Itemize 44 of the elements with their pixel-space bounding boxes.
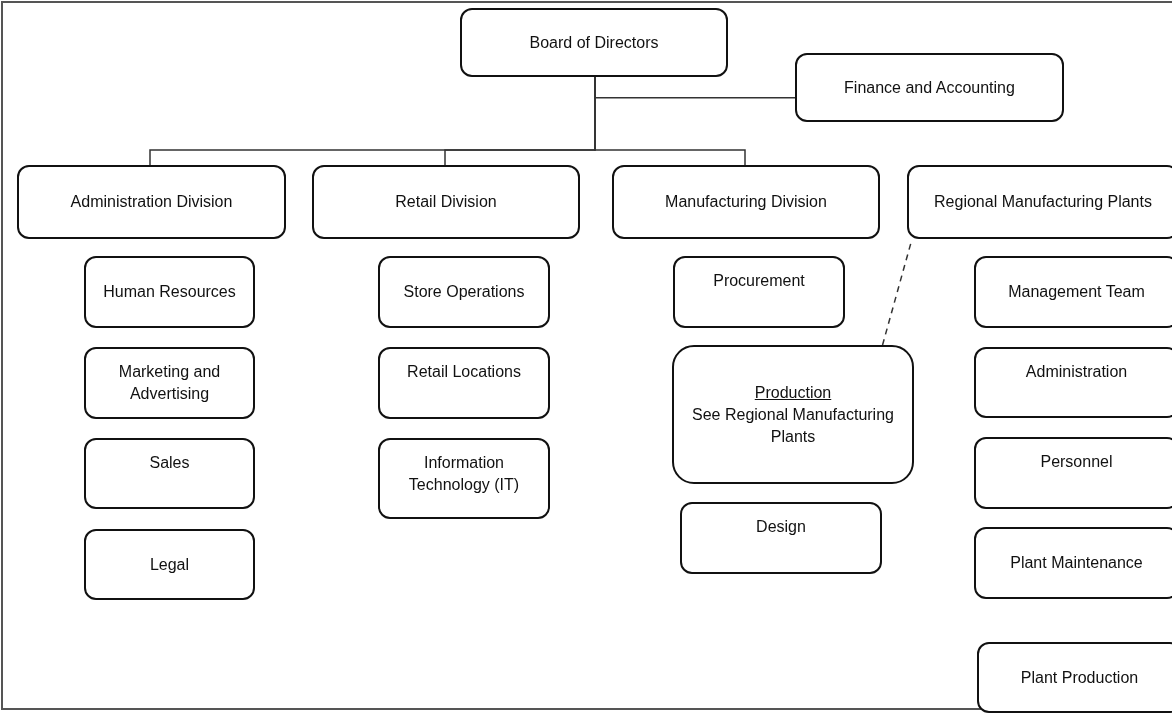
- box-label: Information Technology (IT): [407, 453, 521, 495]
- box-label: Plant Production: [1020, 667, 1139, 688]
- org-box: [672, 345, 914, 484]
- org-box: [673, 256, 845, 328]
- box-label: Manufacturing Division: [665, 192, 827, 212]
- box-label: Personnel: [1040, 452, 1113, 472]
- org-box: [974, 527, 1172, 599]
- box-label: Human Resources: [103, 282, 236, 302]
- box-label: Administration Division: [70, 192, 233, 212]
- box-label: Finance and Accounting: [844, 77, 1015, 98]
- org-box: [977, 642, 1172, 713]
- org-box: [907, 165, 1172, 239]
- org-box: [84, 438, 255, 509]
- box-label: See Regional Manufacturing Plants: [691, 404, 895, 447]
- box-label: Retail Locations: [407, 362, 521, 382]
- box-label: Legal: [149, 554, 190, 575]
- org-box: [84, 347, 255, 419]
- org-box: [84, 529, 255, 600]
- box-label: Procurement: [713, 271, 805, 291]
- org-box: [17, 165, 286, 239]
- org-box: [974, 347, 1172, 418]
- box-label: Retail Division: [395, 192, 497, 212]
- box-label: Plant Maintenance: [1010, 553, 1143, 573]
- org-box: [378, 347, 550, 419]
- box-label: Regional Manufacturing Plants: [934, 192, 1152, 212]
- org-box: [378, 438, 550, 519]
- org-box: [974, 256, 1172, 328]
- box-label: Administration: [1025, 362, 1128, 382]
- org-box: [612, 165, 880, 239]
- org-box: [378, 256, 550, 328]
- org-box: [84, 256, 255, 328]
- box-label: Design: [756, 517, 806, 537]
- box-label: Board of Directors: [529, 32, 659, 53]
- org-box: [974, 437, 1172, 509]
- org-box: [312, 165, 580, 239]
- box-label: Store Operations: [403, 282, 525, 302]
- box-label: Management Team: [1008, 282, 1145, 302]
- connector-line: [594, 76, 746, 166]
- box-heading: Production: [754, 382, 832, 403]
- org-box: [680, 502, 882, 574]
- box-label: Sales: [149, 453, 190, 473]
- box-label: Marketing and Advertising: [117, 362, 222, 404]
- org-box: [795, 53, 1064, 122]
- org-box: [460, 8, 728, 77]
